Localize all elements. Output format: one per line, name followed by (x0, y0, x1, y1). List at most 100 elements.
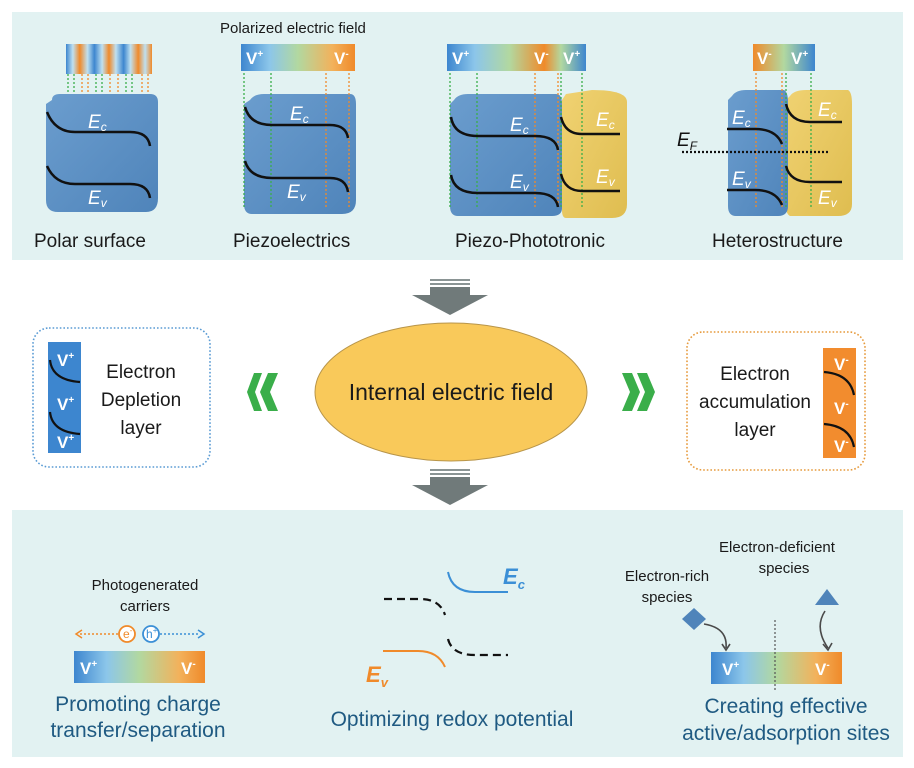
electron-label: e- (123, 626, 133, 641)
carriers-title-line1: Photogenerated (92, 577, 199, 594)
polar-ec-curve (45, 111, 152, 147)
deficient-label-line2: species (759, 560, 810, 577)
depletion-vplus-2: V+ (57, 395, 74, 414)
polar-ev-curve (45, 165, 152, 199)
polar-caption: Polar surface (34, 231, 146, 252)
accumulation-vminus-3: V- (834, 437, 849, 456)
piezo-phototronic-panel: V+ V- V+ Ec Ev Ec Ev Piezo-Phototronic (447, 44, 627, 252)
deficient-label-line1: Electron-deficient (719, 539, 836, 556)
piezo-vplus: V+ (246, 49, 263, 68)
piezophoto-dotted-lines (449, 73, 583, 208)
down-arrow-top (412, 279, 488, 315)
depletion-line-1: Electron (106, 362, 176, 383)
carriers-title-line2: carriers (120, 598, 170, 615)
piezo-ev-label: Ev (287, 182, 307, 204)
piezophoto-ec-label-left: Ec (510, 115, 529, 137)
heterostructure-panel: V- V+ EF Ec Ev Ec Ev Heterostructure (677, 44, 852, 252)
hetero-vplus: V+ (791, 49, 808, 68)
piezophoto-vplus-left: V+ (452, 49, 469, 68)
piezophoto-ev-curve-left (449, 174, 560, 208)
electron-accumulation-box: V- V- V- Electron accumulation layer (686, 331, 866, 471)
electron-rich-diamond-icon (682, 608, 706, 630)
piezophoto-ev-label-right: Ev (596, 167, 616, 189)
piezo-ec-label: Ec (290, 104, 309, 126)
mid-dashed-lower (446, 638, 508, 657)
piezophoto-vplus-right: V+ (563, 49, 580, 68)
hetero-ev-label-left: Ev (732, 169, 752, 191)
fermi-level-label: EF (677, 130, 698, 153)
depletion-line-2: Depletion (101, 390, 181, 411)
piezophoto-ec-curve-right (559, 116, 620, 136)
piezo-ec-curve (243, 106, 350, 139)
hetero-caption: Heterostructure (712, 231, 843, 252)
charge-field-bar (74, 651, 205, 683)
polarized-field-title: Polarized electric field (220, 20, 366, 37)
electron-deficient-triangle-icon (815, 589, 839, 605)
sites-caption-line2: active/adsorption sites (682, 722, 890, 745)
hetero-field-bar (753, 44, 815, 71)
accumulation-line-2: accumulation (699, 392, 811, 413)
redox-caption: Optimizing redox potential (331, 708, 574, 731)
hole-label: h+ (146, 626, 158, 641)
hetero-ev-curve-right (784, 165, 842, 184)
rich-label-line2: species (642, 589, 693, 606)
electron-depletion-box: V+ V+ V+ Electron Depletion layer (32, 327, 211, 468)
mid-dashed-upper (384, 597, 447, 616)
charge-vplus: V+ (80, 659, 97, 678)
piezo-field-bar (241, 44, 355, 71)
charge-caption-line2: transfer/separation (50, 719, 225, 742)
right-green-chevron-icon (622, 373, 655, 411)
hole-icon (142, 625, 160, 643)
active-sites-panel: Electron-deficient species Electron-rich… (625, 539, 890, 745)
sites-vplus: V+ (722, 660, 739, 679)
accumulation-vminus-2: V- (834, 399, 849, 418)
piezophoto-field-bar (447, 44, 586, 71)
rich-label-line1: Electron-rich (625, 568, 709, 585)
piezoelectrics-panel: Polarized electric field V+ V- Ec Ev Pie… (220, 20, 366, 252)
hetero-dotted-lines (755, 73, 812, 208)
piezophoto-ec-curve-left (449, 116, 560, 151)
charge-vminus: V- (181, 659, 196, 678)
sites-field-bar (711, 652, 842, 684)
hetero-ev-label-right: Ev (818, 188, 838, 210)
left-green-chevron-icon (247, 373, 278, 411)
internal-field-label: Internal electric field (349, 379, 554, 405)
piezophoto-ev-label-left: Ev (510, 172, 530, 194)
polar-surface-panel: Ec Ev Polar surface (34, 44, 158, 252)
hetero-ec-curve-left (727, 127, 784, 145)
polar-ev-label: Ev (88, 188, 108, 210)
hetero-ec-curve-right (784, 103, 842, 124)
down-arrow-bottom (412, 469, 488, 505)
piezo-caption: Piezoelectrics (233, 231, 350, 252)
piezo-ev-curve (243, 160, 350, 193)
polar-ec-label: Ec (88, 112, 107, 134)
charge-caption-line1: Promoting charge (55, 693, 221, 716)
hetero-ec-label-left: Ec (732, 108, 751, 130)
internal-field-ellipse (314, 322, 588, 462)
piezophoto-ev-curve-right (559, 173, 620, 193)
redox-ec-label: Ec (503, 564, 526, 592)
hetero-vminus: V- (757, 49, 772, 68)
accumulation-line-3: layer (734, 420, 776, 441)
depletion-vplus-3: V+ (57, 433, 74, 452)
piezo-vminus: V- (334, 49, 349, 68)
charge-transfer-panel: Photogenerated carriers e- h+ V+ V- Prom… (50, 577, 225, 742)
deficient-curved-arrow (819, 610, 829, 649)
redox-ev-label: Ev (366, 662, 389, 690)
sites-caption-line1: Creating effective (704, 695, 867, 718)
redox-panel: Ec Ev Optimizing redox potential (331, 564, 574, 731)
depletion-vplus-1: V+ (57, 351, 74, 370)
accumulation-line-1: Electron (720, 364, 790, 385)
ev-band-curve (383, 650, 446, 668)
hetero-ec-label-right: Ec (818, 100, 837, 122)
piezophoto-yellow-block (562, 90, 627, 218)
piezophoto-vminus: V- (534, 49, 549, 68)
depletion-line-3: layer (120, 418, 162, 439)
polar-dotted-lines (67, 74, 149, 94)
piezo-dotted-lines (243, 73, 350, 208)
sites-vminus: V- (815, 660, 830, 679)
polar-block (46, 94, 158, 212)
piezophoto-blue-block (450, 94, 562, 216)
piezophoto-ec-label-right: Ec (596, 110, 615, 132)
